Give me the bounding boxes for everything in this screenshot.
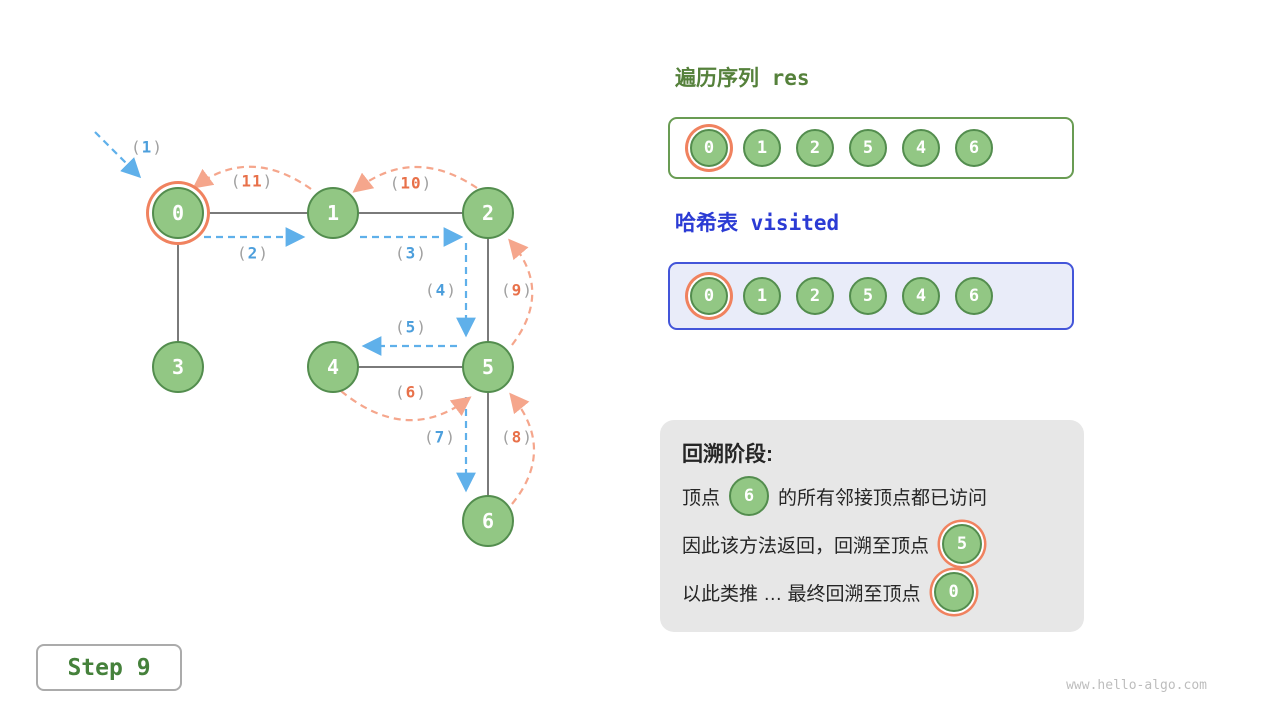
visited-item-4: 4	[902, 277, 940, 315]
watermark: www.hello-algo.com	[1066, 678, 1207, 693]
graph-node-2: 2	[462, 187, 514, 239]
graph-canvas	[94, 131, 536, 521]
backtrack-line-3: 以此类推 … 最终回溯至顶点 0	[682, 572, 1062, 612]
node-chip-6: 6	[729, 476, 770, 516]
step-badge: Step 9	[36, 644, 182, 691]
backtrack-arrows	[192, 165, 536, 505]
res-item-1: 1	[743, 129, 781, 167]
paren: )	[421, 173, 433, 193]
paren: )	[522, 280, 533, 300]
graph-node-6: 6	[462, 495, 514, 547]
arrow-label-11: (11)	[231, 172, 274, 191]
graph-node-5: 5	[462, 341, 514, 393]
graph-node-0: 0	[152, 187, 204, 239]
arrow-label-5: (5)	[395, 318, 427, 337]
backtrack-line-2: 因此该方法返回，回溯至顶点 5	[682, 524, 1062, 564]
paren: (	[131, 137, 142, 157]
res-item-2: 2	[796, 129, 834, 167]
res-title: 遍历序列 res	[675, 66, 810, 90]
paren: (	[395, 317, 406, 337]
paren: )	[522, 427, 533, 447]
paren: )	[416, 243, 427, 263]
label-num: 6	[405, 382, 417, 402]
label-num: 7	[434, 427, 446, 447]
arrow-label-10: (10)	[390, 174, 433, 193]
visited-item-1: 1	[743, 277, 781, 315]
paren: (	[389, 173, 401, 193]
visited-item-0: 0	[690, 277, 728, 315]
visited-title: 哈希表 visited	[675, 211, 840, 235]
backtrack-arrow-11	[192, 165, 312, 190]
node-chip-5: 5	[942, 524, 983, 564]
arrow-label-9: (9)	[501, 281, 533, 300]
graph-node-4: 4	[307, 341, 359, 393]
res-item-4: 4	[902, 129, 940, 167]
label-num: 1	[141, 137, 153, 157]
line-text: 以此类推 … 最终回溯至顶点	[682, 583, 921, 605]
label-num: 11	[241, 171, 263, 191]
graph-node-1: 1	[307, 187, 359, 239]
label-num: 5	[405, 317, 417, 337]
paren: (	[425, 280, 436, 300]
visited-item-3: 5	[849, 277, 887, 315]
paren: )	[152, 137, 163, 157]
label-num: 3	[405, 243, 417, 263]
node-chip-0: 0	[933, 572, 974, 612]
paren: )	[258, 243, 269, 263]
label-num: 2	[247, 243, 259, 263]
label-num: 8	[511, 427, 523, 447]
label-num: 10	[400, 173, 422, 193]
paren: )	[445, 427, 456, 447]
res-item-0: 0	[690, 129, 728, 167]
res-item-3: 5	[849, 129, 887, 167]
backtrack-line-1: 顶点 6 的所有邻接顶点都已访问	[682, 476, 1062, 516]
paren: (	[237, 243, 248, 263]
backtrack-arrow-8	[509, 392, 536, 505]
paren: (	[424, 427, 435, 447]
paren: (	[501, 427, 512, 447]
line-text: 顶点	[682, 487, 721, 509]
label-num: 4	[435, 280, 447, 300]
line-text: 的所有邻接顶点都已访问	[778, 487, 988, 509]
res-item-5: 6	[955, 129, 993, 167]
arrow-label-7: (7)	[424, 428, 456, 447]
label-num: 9	[511, 280, 523, 300]
paren: (	[395, 382, 406, 402]
forward-arrow-1	[94, 131, 142, 179]
arrow-label-4: (4)	[425, 281, 457, 300]
paren: (	[501, 280, 512, 300]
backtrack-arrow-10	[352, 165, 478, 193]
arrow-label-8: (8)	[501, 428, 533, 447]
arrow-label-2: (2)	[237, 244, 269, 263]
visited-set-box: 0 1 2 5 4 6	[668, 262, 1074, 330]
paren: )	[416, 317, 427, 337]
arrow-label-3: (3)	[395, 244, 427, 263]
backtrack-arrow-6	[340, 390, 472, 422]
backtrack-arrow-9	[508, 238, 534, 346]
arrow-label-6: (6)	[395, 383, 427, 402]
line-text: 因此该方法返回，回溯至顶点	[682, 535, 930, 557]
paren: )	[446, 280, 457, 300]
paren: (	[395, 243, 406, 263]
backtrack-panel: 回溯阶段: 顶点 6 的所有邻接顶点都已访问 因此该方法返回，回溯至顶点 5 以…	[660, 420, 1084, 632]
paren: )	[416, 382, 427, 402]
graph-node-3: 3	[152, 341, 204, 393]
backtrack-panel-title: 回溯阶段:	[682, 443, 773, 466]
res-sequence-box: 0 1 2 5 4 6	[668, 117, 1074, 179]
visited-item-2: 2	[796, 277, 834, 315]
arrow-label-1: (1)	[131, 138, 163, 157]
visited-item-5: 6	[955, 277, 993, 315]
paren: (	[230, 171, 242, 191]
paren: )	[262, 171, 274, 191]
